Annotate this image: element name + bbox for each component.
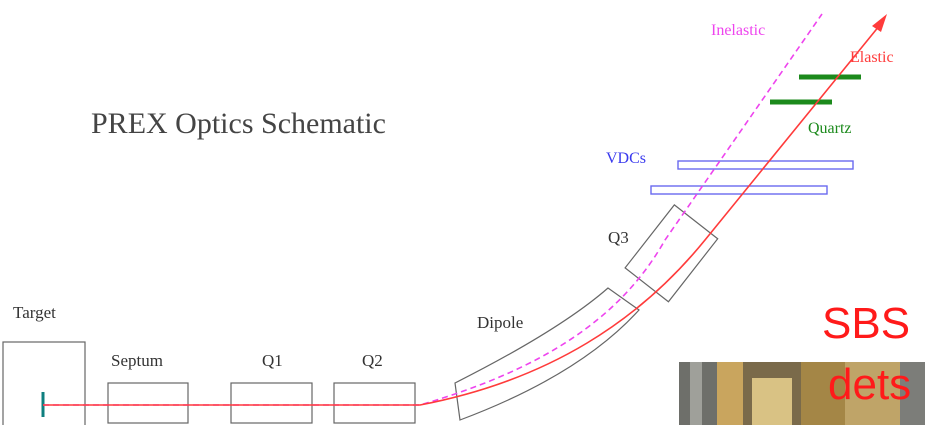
vdc-plane-upper: [677, 160, 854, 170]
target-box: [2, 341, 86, 425]
target-label: Target: [13, 303, 56, 322]
inelastic-label: Inelastic: [711, 22, 765, 39]
diagram-title: PREX Optics Schematic: [91, 107, 386, 140]
sbs-title: SBS: [822, 299, 910, 348]
septum-magnet: [107, 382, 189, 424]
q2-magnet: [333, 382, 416, 424]
q2-label: Q2: [362, 351, 383, 370]
sbs-detector-photo: [679, 362, 925, 425]
q1-label: Q1: [262, 351, 283, 370]
elastic-arrowhead: [872, 14, 887, 32]
sbs-subtitle: dets: [828, 360, 911, 409]
q3-magnet: [624, 204, 719, 303]
septum-label: Septum: [111, 351, 163, 370]
dipole-magnet: [454, 287, 640, 421]
quartz-label: Quartz: [808, 120, 852, 137]
inelastic-trajectory: [43, 13, 823, 406]
q1-magnet: [230, 382, 313, 424]
vdc-plane-lower: [650, 185, 828, 195]
q3-label: Q3: [608, 228, 629, 247]
elastic-trajectory: [43, 19, 885, 406]
elastic-label: Elastic: [850, 49, 894, 66]
vdcs-label: VDCs: [606, 150, 646, 167]
dipole-label: Dipole: [477, 313, 523, 332]
